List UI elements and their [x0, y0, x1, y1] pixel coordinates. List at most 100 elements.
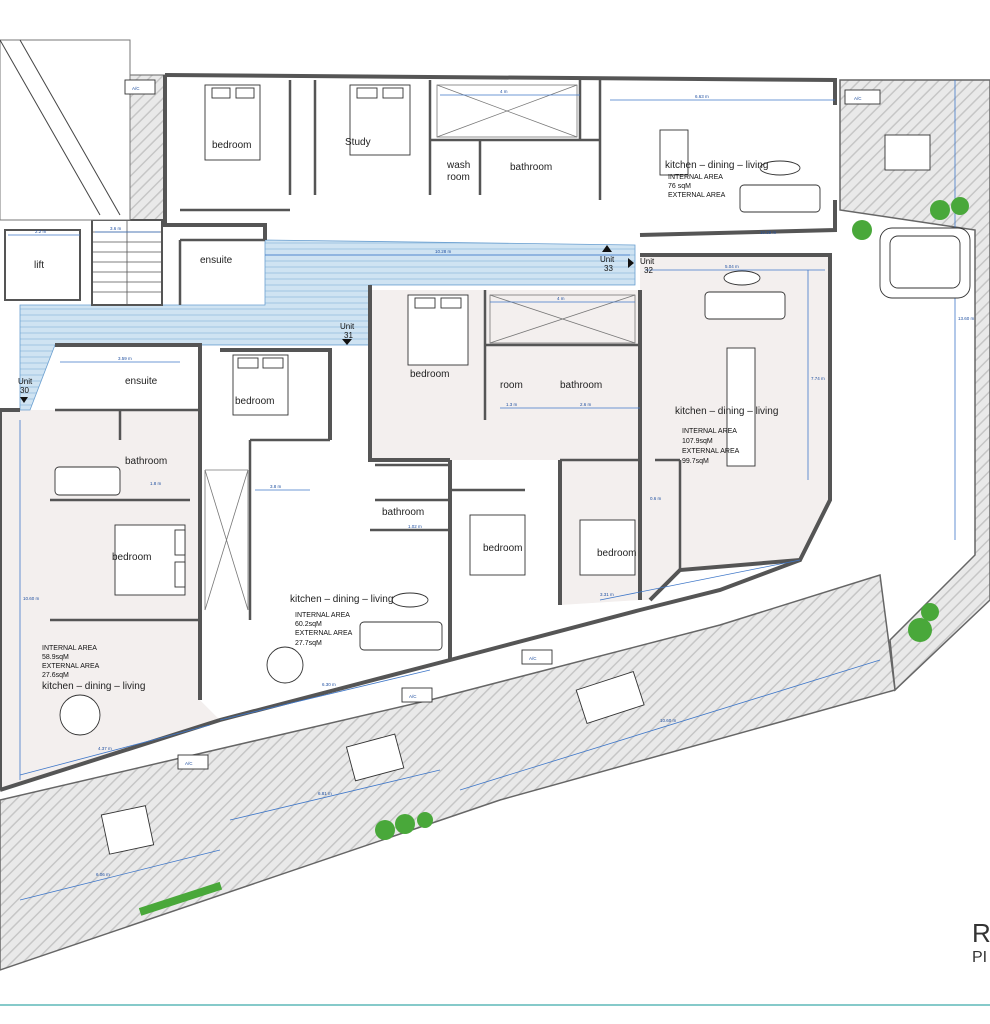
room-bathroom-left: bathroom	[125, 456, 167, 467]
dim-d13: 6.30 m	[322, 682, 336, 687]
room-study: Study	[345, 137, 371, 148]
dim-d20: 1.02 m	[408, 524, 422, 529]
brand-mark: R PI	[972, 918, 990, 966]
room-room-mid: room	[500, 380, 523, 391]
unit-30-label: Unit	[18, 377, 33, 386]
ac-label-3: A/C	[529, 656, 537, 661]
unit-30-arrow-icon	[20, 397, 28, 403]
room-kdl-left: kitchen – dining – living	[42, 681, 145, 692]
unit-33-arrow-icon	[602, 245, 612, 252]
room-bedroom-top: bedroom	[212, 140, 251, 151]
unit-32-number: 32	[644, 266, 653, 275]
unit-32-arrow-icon	[628, 258, 634, 268]
dim-d14: 4.37 m	[98, 746, 112, 751]
dim-d24: 10.60 m	[660, 718, 677, 723]
room-kdl-right: kitchen – dining – living	[675, 406, 778, 417]
dim-d6: 5.04 m	[725, 264, 739, 269]
dim-d19: 0.6 m	[650, 496, 662, 501]
room-kdl-top: kitchen – dining – living	[665, 160, 768, 171]
room-bedroom-mid: bedroom	[410, 369, 449, 380]
coffee-tables	[391, 160, 801, 608]
dimension-texts: 4 m 6.63 m 10.28 m 5.04 m 4 m 3.59 m 2.2…	[23, 89, 975, 877]
dim-d16: 6.06 m	[96, 872, 110, 877]
dim-d10: 1.3 m	[506, 402, 518, 407]
room-labels: bedroom Study wash room bathroom kitchen…	[34, 137, 778, 692]
dim-d23: 10.29 m	[760, 230, 777, 235]
sofas	[54, 184, 821, 651]
room-kdl-center: kitchen – dining – living	[290, 594, 393, 605]
unit-31-label: Unit	[340, 322, 355, 331]
floor-unit-right-inner	[370, 290, 640, 605]
unit-markers: Unit 30 Unit 31 Unit 32 Unit 33	[18, 245, 655, 403]
ac-label-4: A/C	[409, 694, 417, 699]
area-center-internal-value: 60.2sqM	[295, 621, 322, 628]
dim-d2: 3.6 m	[110, 226, 122, 231]
dining-tables	[59, 129, 931, 855]
room-bedroom-left-lower: bedroom	[112, 552, 151, 563]
room-ensuite-upper: ensuite	[200, 255, 233, 266]
partitions-top	[178, 80, 602, 305]
room-bathroom-center: bathroom	[382, 507, 424, 518]
unit-32-label: Unit	[640, 257, 655, 266]
dim-d18: 3.31 m	[600, 592, 614, 597]
dim-d3: 4 m	[500, 89, 508, 94]
dimension-lines	[8, 80, 956, 901]
area-top-internal-value: 76 sqM	[668, 183, 691, 190]
dim-d1: 2.2 m	[35, 229, 47, 234]
area-center-internal-label: INTERNAL AREA	[295, 612, 350, 619]
unit-31-arrow-icon	[342, 339, 352, 345]
area-left-external-value: 27.6sqM	[42, 672, 69, 679]
lightwell	[0, 39, 131, 221]
area-right-external-label: EXTERNAL AREA	[682, 448, 740, 455]
ac-units	[124, 79, 881, 770]
terrace-south	[0, 574, 896, 971]
area-right-internal-value: 107.9sqM	[682, 438, 713, 445]
area-right-internal-label: INTERNAL AREA	[682, 428, 737, 435]
dim-d7: 4 m	[557, 296, 565, 301]
lift-shaft	[4, 229, 81, 301]
room-wash-2: room	[447, 172, 470, 183]
area-top-external-label: EXTERNAL AREA	[668, 192, 726, 199]
beds	[114, 84, 636, 596]
room-ensuite-left: ensuite	[125, 376, 158, 387]
dim-d4: 6.63 m	[695, 94, 709, 99]
area-left-internal-value: 58.9sqM	[42, 654, 69, 661]
area-center-external-value: 27.7sqM	[295, 640, 322, 647]
dim-d21: 7.74 m	[811, 376, 825, 381]
jacuzzi	[879, 227, 971, 299]
room-lift: lift	[34, 260, 44, 271]
room-bathroom-top: bathroom	[510, 162, 552, 173]
area-left-external-label: EXTERNAL AREA	[42, 663, 100, 670]
dim-d12: 3.8 m	[270, 484, 282, 489]
area-top-internal-label: INTERNAL AREA	[668, 174, 723, 181]
unit-31-number: 31	[344, 331, 353, 340]
area-left-internal-label: INTERNAL AREA	[42, 645, 97, 652]
ac-label-1: A/C	[132, 86, 140, 91]
dim-d11: 2.6 m	[580, 402, 592, 407]
planters	[138, 197, 969, 916]
brand-line-1: R	[972, 918, 990, 948]
room-bedroom-left-upper: bedroom	[235, 396, 274, 407]
area-labels: INTERNAL AREA 76 sqM EXTERNAL AREA INTER…	[42, 174, 740, 679]
room-wash-1: wash	[446, 160, 470, 171]
unit-33-number: 33	[604, 264, 613, 273]
room-bedroom-center: bedroom	[483, 543, 522, 554]
dim-d22: 13.60 m	[958, 316, 975, 321]
floor-unit-top	[165, 80, 835, 230]
dim-d8: 3.59 m	[118, 356, 132, 361]
unit-33-label: Unit	[600, 255, 615, 264]
ac-label-2: A/C	[854, 96, 862, 101]
area-center-external-label: EXTERNAL AREA	[295, 630, 353, 637]
room-bedroom-center-right: bedroom	[597, 548, 636, 559]
unit-30-number: 30	[20, 386, 29, 395]
room-bathroom-mid-right: bathroom	[560, 380, 602, 391]
dim-d5: 10.28 m	[435, 249, 452, 254]
ac-label-5: A/C	[185, 761, 193, 766]
partitions-mid	[50, 290, 682, 622]
dim-d15: 6.81 m	[318, 791, 332, 796]
dim-d17: 10.60 m	[23, 596, 40, 601]
area-right-external-value: 99.7sqM	[682, 458, 709, 465]
brand-line-2: PI	[972, 949, 987, 966]
floor-unit-left	[0, 410, 220, 790]
